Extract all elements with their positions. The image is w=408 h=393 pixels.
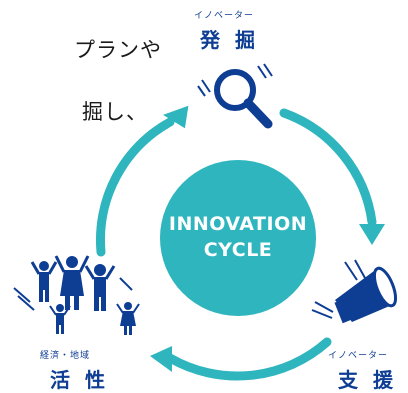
- cycle-title-line-2: CYCLE: [203, 239, 273, 261]
- discover-main-label: 発 掘: [200, 28, 259, 52]
- support-sub-label: イノベーター: [328, 351, 389, 361]
- intro-text-line-2: 掘し、: [82, 100, 148, 124]
- activate-sub-label: 経済・地域: [40, 351, 91, 361]
- arrowhead-activate: [150, 346, 172, 372]
- intro-text-line-1: プランや: [74, 38, 162, 62]
- magnifier-icon: [197, 63, 273, 129]
- activate-main-label: 活 性: [50, 368, 109, 392]
- arc-support-to-activate: [165, 337, 332, 381]
- center-circle: [160, 160, 316, 316]
- arc-discover-to-support: [279, 108, 377, 227]
- arc-activate-to-discover: [96, 117, 175, 257]
- cycle-title-line-1: INNOVATION: [168, 213, 308, 235]
- arrowhead-support: [359, 224, 385, 245]
- people-icon: [13, 255, 140, 335]
- support-main-label: 支 援: [338, 368, 397, 392]
- arrowhead-discover: [163, 105, 189, 129]
- megaphone-icon: [311, 259, 398, 324]
- discover-sub-label: イノベーター: [194, 11, 255, 21]
